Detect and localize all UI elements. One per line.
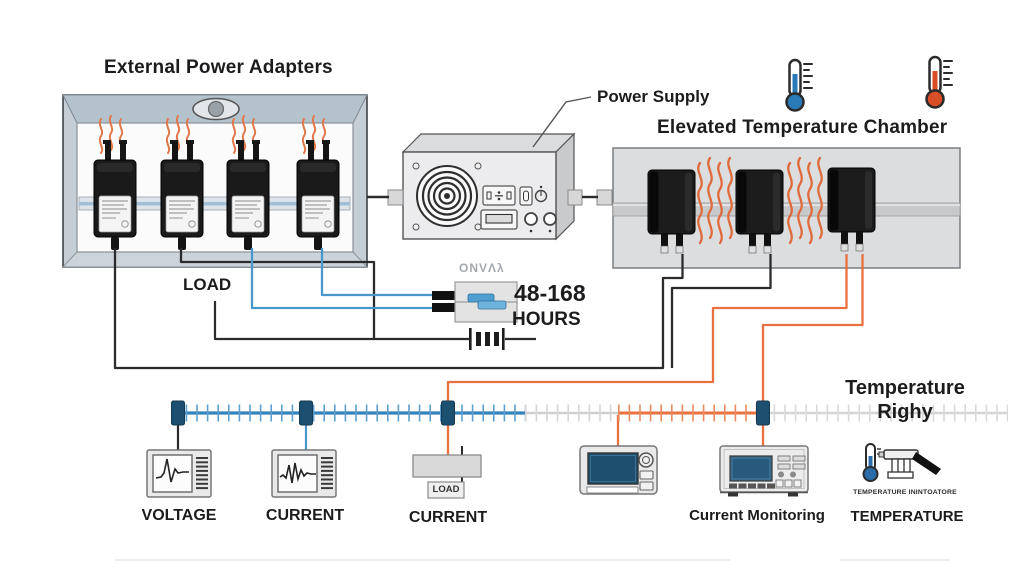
temperature-note-line2: Righy	[877, 401, 933, 423]
wire-orange-load	[446, 254, 848, 460]
load-resistor-icon	[412, 454, 482, 499]
wire-orange-monitor	[761, 254, 864, 452]
current-label: CURRENT	[265, 507, 345, 524]
current-load-label: CURRENT	[408, 509, 488, 526]
battery-icon	[469, 328, 505, 350]
wire-adapter1-loop	[113, 248, 684, 370]
current-monitoring-label: Current Monitoring	[689, 507, 825, 524]
wire-adapter4-blue	[320, 248, 434, 297]
temperature-label: TEMPERATURE	[850, 508, 964, 525]
thermometer-cold-icon	[785, 58, 814, 112]
burn-in-timer-device	[432, 281, 518, 323]
wire-adapter3-blue	[250, 248, 434, 310]
temperature-note-line1: Temperature	[845, 377, 965, 399]
vent-icon	[192, 97, 240, 121]
load-label: LOAD	[183, 275, 232, 294]
wire-chamber-adapter2	[670, 254, 772, 368]
fan-icon	[416, 165, 478, 227]
measurement-bus	[171, 400, 1008, 426]
thermometer-hot-icon	[925, 55, 954, 109]
power-supply-unit	[367, 96, 613, 241]
bus-nodes	[171, 400, 770, 426]
power-supply-leader-line	[532, 96, 592, 148]
duration-unit: HOURS	[512, 309, 581, 330]
bench-meter-icon	[719, 445, 809, 497]
temperature-note: Temperature Righy	[840, 376, 970, 424]
current-meter	[271, 449, 337, 498]
title-external-adapters: External Power Adapters	[104, 57, 333, 78]
duration-value: 48-168	[514, 280, 586, 306]
wiring	[113, 248, 864, 498]
load-box-label: LOAD	[432, 484, 460, 495]
waveform-icon	[279, 462, 316, 484]
waveform-icon	[155, 458, 189, 483]
wire-load-battery	[213, 301, 469, 341]
temperature-probe-icon	[862, 443, 941, 482]
oscilloscope-icon	[579, 445, 658, 495]
wire-adapter2	[179, 248, 376, 339]
title-elevated-chamber: Elevated Temperature Chamber	[657, 117, 948, 138]
temperature-caption: TEMPERATURE ININTOATORE	[853, 489, 957, 496]
voltage-meter	[146, 449, 212, 498]
device-brand-label: ONVΛλ	[459, 261, 505, 275]
voltage-label: VOLTAGE	[141, 507, 217, 524]
power-supply-label: Power Supply	[597, 87, 710, 106]
